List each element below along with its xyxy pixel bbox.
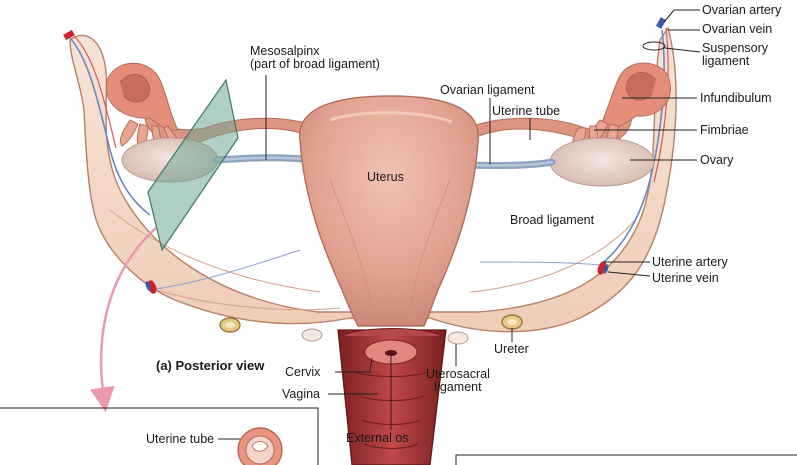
label-uterus: Uterus [367, 170, 404, 184]
uterine-tube-cross-section [237, 427, 283, 465]
left-ovarian-vein [69, 37, 151, 216]
section-plane [147, 78, 239, 252]
label-fimbriae: Fimbriae [700, 123, 749, 137]
inset-frame-left [0, 407, 319, 465]
label-posterior-view: (a) Posterior view [156, 358, 265, 373]
inset-frame-right [455, 454, 797, 465]
label-vagina: Vagina [282, 387, 320, 401]
label-ovary: Ovary [700, 153, 734, 167]
label-mesosalpinx: Mesosalpinx (part of broad ligament) [250, 44, 380, 71]
label-inset-uterine-tube: Uterine tube [146, 432, 215, 446]
label-broad-ligament: Broad ligament [510, 213, 595, 227]
label-cervix: Cervix [285, 365, 321, 379]
label-ovarian-vein: Ovarian vein [702, 22, 773, 36]
label-uterosacral-ligament: Uterosacral ligament [426, 367, 490, 394]
label-ureter: Ureter [494, 342, 529, 356]
label-ovarian-artery: Ovarian artery [702, 3, 782, 17]
external-os [385, 350, 397, 356]
label-uterine-tube: Uterine tube [492, 104, 561, 118]
label-suspensory-ligament: Suspensory ligament [702, 41, 769, 68]
right-ovary [549, 137, 655, 187]
label-infundibulum: Infundibulum [700, 91, 772, 105]
label-external-os: External os [346, 431, 409, 445]
label-uterine-artery: Uterine artery [652, 255, 728, 269]
uterus [299, 95, 479, 327]
label-ovarian-ligament: Ovarian ligament [440, 83, 535, 97]
leader-lines [218, 9, 701, 440]
broad-ligament-sheet [69, 26, 677, 333]
label-uterine-vein: Uterine vein [652, 271, 719, 285]
inset-arrow [89, 227, 157, 413]
